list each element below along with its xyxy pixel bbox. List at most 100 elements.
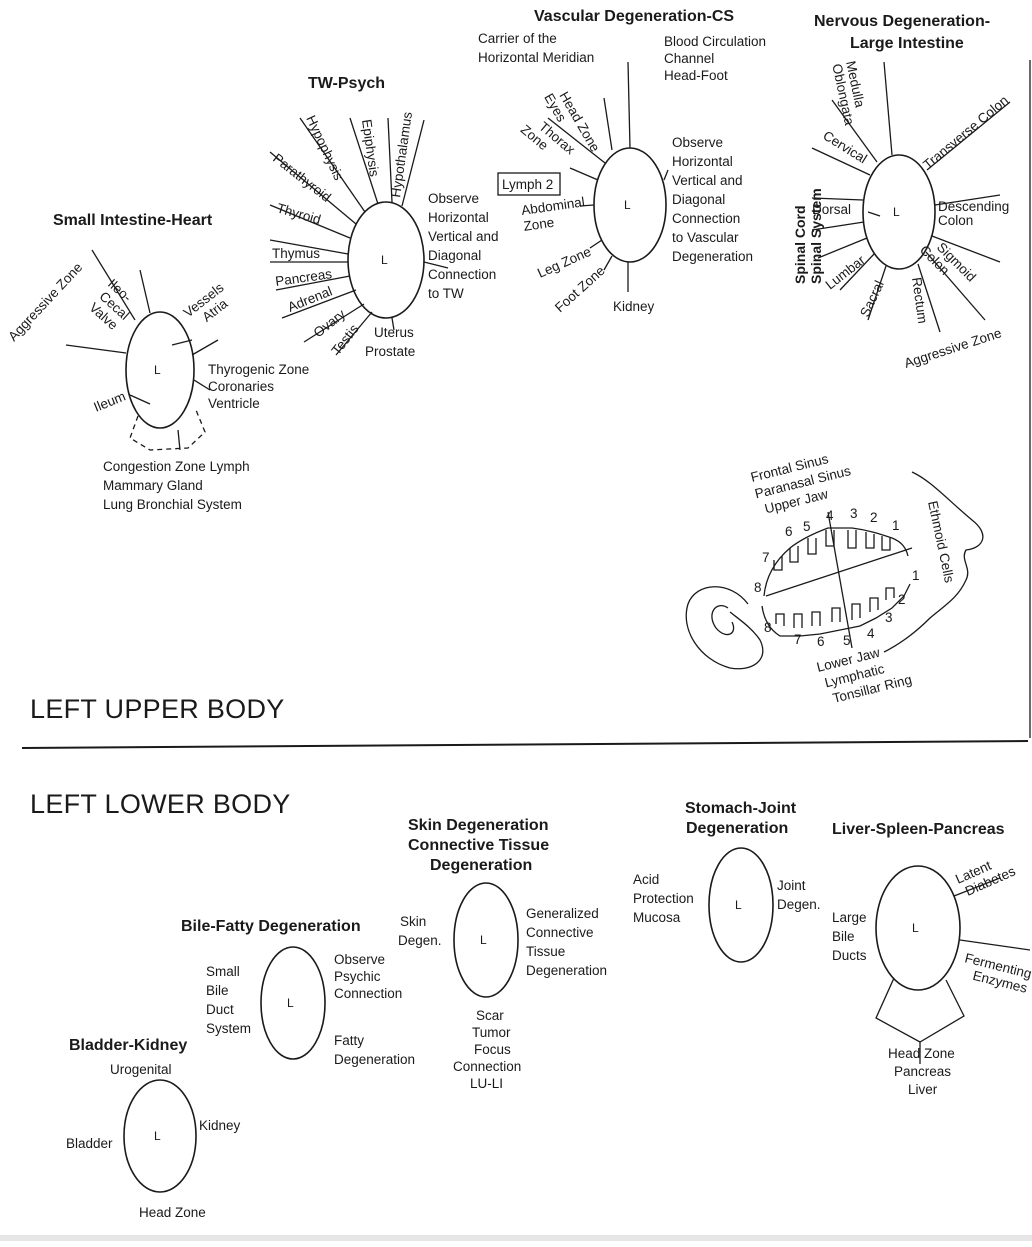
small-intestine-heart-title: Small Intestine-Heart — [53, 212, 213, 229]
tooth-number: 3 — [850, 506, 858, 521]
eye-letter: L — [624, 198, 631, 212]
transverse-colon-label: Transverse Colon — [920, 93, 1011, 173]
vascular-group: Vascular Degeneration-CS Carrier of the … — [478, 8, 766, 315]
small-bile-label: System — [206, 1021, 251, 1036]
liver-label: Liver — [908, 1082, 938, 1097]
carrier-label: Carrier of the — [478, 31, 557, 46]
blood-circulation-label: Channel — [664, 51, 714, 66]
mammary-gland-label: Mammary Gland — [103, 478, 203, 493]
tooth-number: 8 — [754, 580, 762, 595]
tooth-number: 4 — [826, 508, 834, 523]
thyroid-label: Thyroid — [275, 200, 322, 227]
tooth-number: 5 — [803, 519, 811, 534]
generalized-label: Generalized — [526, 906, 599, 921]
skin-degen-label: Degen. — [398, 933, 442, 948]
observe-label: Observe — [334, 952, 385, 967]
joint-label: Joint — [777, 878, 806, 893]
eye-letter: L — [893, 205, 900, 219]
lower-body-heading: LEFT LOWER BODY — [30, 789, 291, 819]
epiphysis-label: Epiphysis — [359, 118, 382, 178]
ear-inner — [712, 606, 734, 635]
observe-label: Connection — [672, 211, 740, 226]
blood-circulation-label: Head-Foot — [664, 68, 728, 83]
stomach-title: Degeneration — [686, 820, 788, 837]
skin-degen-label: Skin — [400, 914, 426, 929]
section-divider — [22, 741, 1028, 748]
tooth-number: 7 — [794, 632, 802, 647]
bladder-kidney-group: Bladder-Kidney Urogenital L Bladder Kidn… — [66, 1037, 241, 1220]
observe-label: Connection — [428, 267, 496, 282]
bile-ducts-label: Ducts — [832, 948, 867, 963]
scar-label: LU-LI — [470, 1076, 503, 1091]
fermenting-label: Fermenting Enzymes — [960, 950, 1032, 996]
head-zone-label: Head Zone — [139, 1205, 206, 1220]
skin-title: Degeneration — [430, 857, 532, 874]
pointer-line — [140, 270, 150, 313]
observe-label: Vertical and — [672, 173, 743, 188]
nervous-title: Nervous Degeneration- — [814, 13, 990, 30]
tooth-number: 4 — [867, 626, 875, 641]
tooth-number: 6 — [785, 524, 793, 539]
observe-label: Horizontal — [428, 210, 489, 225]
eye-letter: L — [154, 363, 161, 377]
hypophysis-label: Hypophysis — [303, 113, 346, 183]
uterus-label: Uterus — [374, 325, 414, 340]
stomach-joint-group: Stomach-Joint Degeneration L Acid Protec… — [633, 800, 821, 962]
observe-label: Connection — [334, 986, 402, 1001]
bile-ducts-label: Bile — [832, 929, 855, 944]
head-zone-label: Head Zone — [888, 1046, 955, 1061]
observe-label: Horizontal — [672, 154, 733, 169]
lower-teeth — [776, 588, 894, 628]
observe-label: to TW — [428, 286, 464, 301]
pointer-line — [604, 98, 612, 150]
bladder-title: Bladder-Kidney — [69, 1037, 187, 1054]
acid-label: Acid — [633, 872, 659, 887]
face-profile — [884, 472, 983, 652]
congestion-zone-label: Congestion Zone Lymph — [103, 459, 250, 474]
generalized-label: Tissue — [526, 944, 565, 959]
generalized-label: Connective — [526, 925, 594, 940]
bile-fatty-group: Bile-Fatty Degeneration L Small Bile Duc… — [181, 918, 415, 1067]
lymph-label: Lymph 2 — [502, 177, 553, 192]
thyrogenic-zone-label: Thyrogenic Zone — [208, 362, 309, 377]
nervous-group: Nervous Degeneration- Large Intestine L … — [792, 13, 1030, 738]
upper-jaw-label: Frontal Sinus Paranasal Sinus Upper Jaw — [749, 447, 856, 518]
skin-title: Skin Degeneration — [408, 817, 548, 834]
kidney-label: Kidney — [199, 1118, 241, 1133]
bile-ducts-label: Large — [832, 910, 867, 925]
joint-label: Degen. — [777, 897, 821, 912]
tooth-number: 2 — [870, 510, 878, 525]
observe-label: to Vascular — [672, 230, 739, 245]
pointer-line — [628, 62, 630, 148]
thorax-zone-label: Thorax Zone — [518, 111, 578, 168]
tw-psych-title: TW-Psych — [308, 75, 385, 92]
liver-group: Liver-Spleen-Pancreas L Latent Diabetes … — [832, 821, 1032, 1097]
abdominal-zone-label: Abdominal Zone — [520, 194, 587, 234]
tooth-number: 1 — [892, 518, 900, 533]
pointer-line — [960, 940, 1030, 950]
tooth-number: 6 — [817, 634, 825, 649]
carrier-label: Horizontal Meridian — [478, 50, 594, 65]
rectum-label: Rectum — [909, 276, 930, 324]
tooth-number: 7 — [762, 550, 770, 565]
pointer-line — [884, 62, 892, 155]
eye-letter: L — [480, 933, 487, 947]
stomach-title: Stomach-Joint — [685, 800, 797, 817]
small-bile-label: Bile — [206, 983, 229, 998]
vascular-title: Vascular Degeneration-CS — [534, 8, 734, 25]
liver-title: Liver-Spleen-Pancreas — [832, 821, 1005, 838]
bile-fatty-title: Bile-Fatty Degeneration — [181, 918, 361, 935]
eye-letter: L — [735, 898, 742, 912]
descending-colon-label: Colon — [938, 213, 973, 228]
acid-label: Protection — [633, 891, 694, 906]
small-bile-label: Small — [206, 964, 240, 979]
generalized-label: Degeneration — [526, 963, 607, 978]
lung-bronchial-label: Lung Bronchial System — [103, 497, 242, 512]
svg-text:Zone: Zone — [523, 215, 556, 234]
adrenal-label: Adrenal — [286, 283, 335, 314]
prostate-label: Prostate — [365, 344, 415, 359]
nervous-title: Large Intestine — [850, 35, 964, 52]
pancreas-label: Pancreas — [894, 1064, 951, 1079]
observe-label: Vertical and — [428, 229, 499, 244]
